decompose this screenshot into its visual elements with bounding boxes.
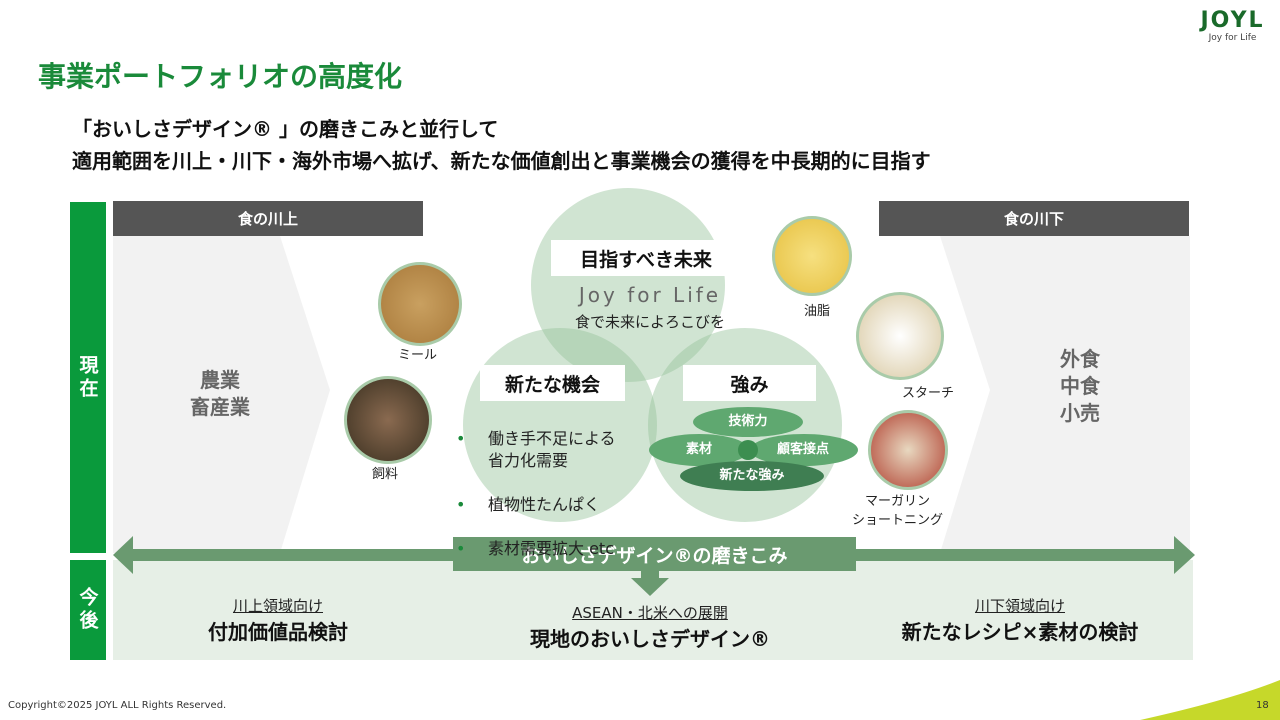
strength-material: 素材 [685,442,712,457]
margarine-caption-line1: マーガリン [865,494,931,509]
header-upstream: 食の川上 [113,201,423,236]
future-circle-title: 目指すべき未来 [551,240,741,276]
future-downstream-sub: 川下領域向け [974,597,1065,615]
future-downstream: 川下領域向け 新たなレシピ×素材の検討 [870,595,1170,645]
logo: JOYL Joy for Life [1195,8,1270,58]
strength-title: 強み [683,365,816,401]
arrow-down [631,578,669,596]
future-tagline: 食で未来によろこびを [574,313,725,331]
future-slogan: Joy for Life [578,283,722,307]
downstream-label-dining: 外食 [1060,347,1100,371]
feed-photo [344,376,432,464]
future-upstream: 川上領域向け 付加価値品検討 [178,595,378,645]
margarine-caption-line2: ショートニング [852,513,944,528]
starch-caption: スターチ [902,386,955,401]
subtitle-line-1: 「おいしさデザイン® 」の磨きこみと並行して [72,117,499,141]
upstream-label-agri: 農業 [200,368,240,392]
opportunity-list: 働き手不足による 省力化需要 植物性たんぱく 素材需要拡大 etc [456,406,616,582]
opportunity-bullet: 素材需要拡大 etc [456,538,616,560]
downstream-label-deli: 中食 [1060,374,1100,398]
opportunity-title: 新たな機会 [480,365,625,401]
arrow-right-head [1174,536,1195,574]
meal-caption: ミール [398,348,438,363]
feed-caption: 飼料 [372,467,399,482]
upstream-label: 農業 畜産業 [170,367,270,421]
opportunity-bullet: 働き手不足による 省力化需要 [456,428,616,472]
downstream-label: 外食 中食 小売 [1030,346,1130,427]
logo-brand: JOYL [1200,8,1265,33]
strength-new: 新たな強み [719,468,785,483]
future-overseas: ASEAN・北米への展開 現地のおいしさデザイン® [510,602,790,652]
upstream-label-livestock: 畜産業 [190,395,250,419]
header-downstream: 食の川下 [879,201,1189,236]
margarine-caption: マーガリン ショートニング [852,492,943,530]
opportunity-bullet: 植物性たんぱく [456,494,616,516]
future-upstream-main: 付加価値品検討 [208,620,348,644]
arrow-left-head [113,536,133,574]
meal-photo [378,262,462,346]
downstream-label-retail: 小売 [1060,401,1100,425]
oil-caption: 油脂 [804,304,831,319]
strength-customer: 顧客接点 [776,442,829,457]
row-label-future: 今後 [70,560,106,660]
logo-tagline: Joy for Life [1208,33,1257,43]
opportunity-circle [463,328,657,522]
subtitle-line-2: 適用範囲を川上・川下・海外市場へ拡げ、新たな価値創出と事業機会の獲得を中長期的に… [72,149,931,173]
oil-photo [772,216,852,296]
future-circle [531,188,725,382]
page-title: 事業ポートフォリオの高度化 [38,60,403,93]
future-overseas-sub: ASEAN・北米への展開 [572,604,728,622]
margarine-photo [868,410,948,490]
future-overseas-main: 現地のおいしさデザイン® [530,627,770,651]
row-label-now: 現在 [70,202,106,553]
strength-tech: 技術力 [728,414,768,429]
starch-photo [856,292,944,380]
copyright: Copyright©2025 JOYL ALL Rights Reserved. [8,700,227,711]
future-downstream-main: 新たなレシピ×素材の検討 [901,620,1139,644]
page-number: 18 [1256,700,1269,711]
future-upstream-sub: 川上領域向け [232,597,323,615]
